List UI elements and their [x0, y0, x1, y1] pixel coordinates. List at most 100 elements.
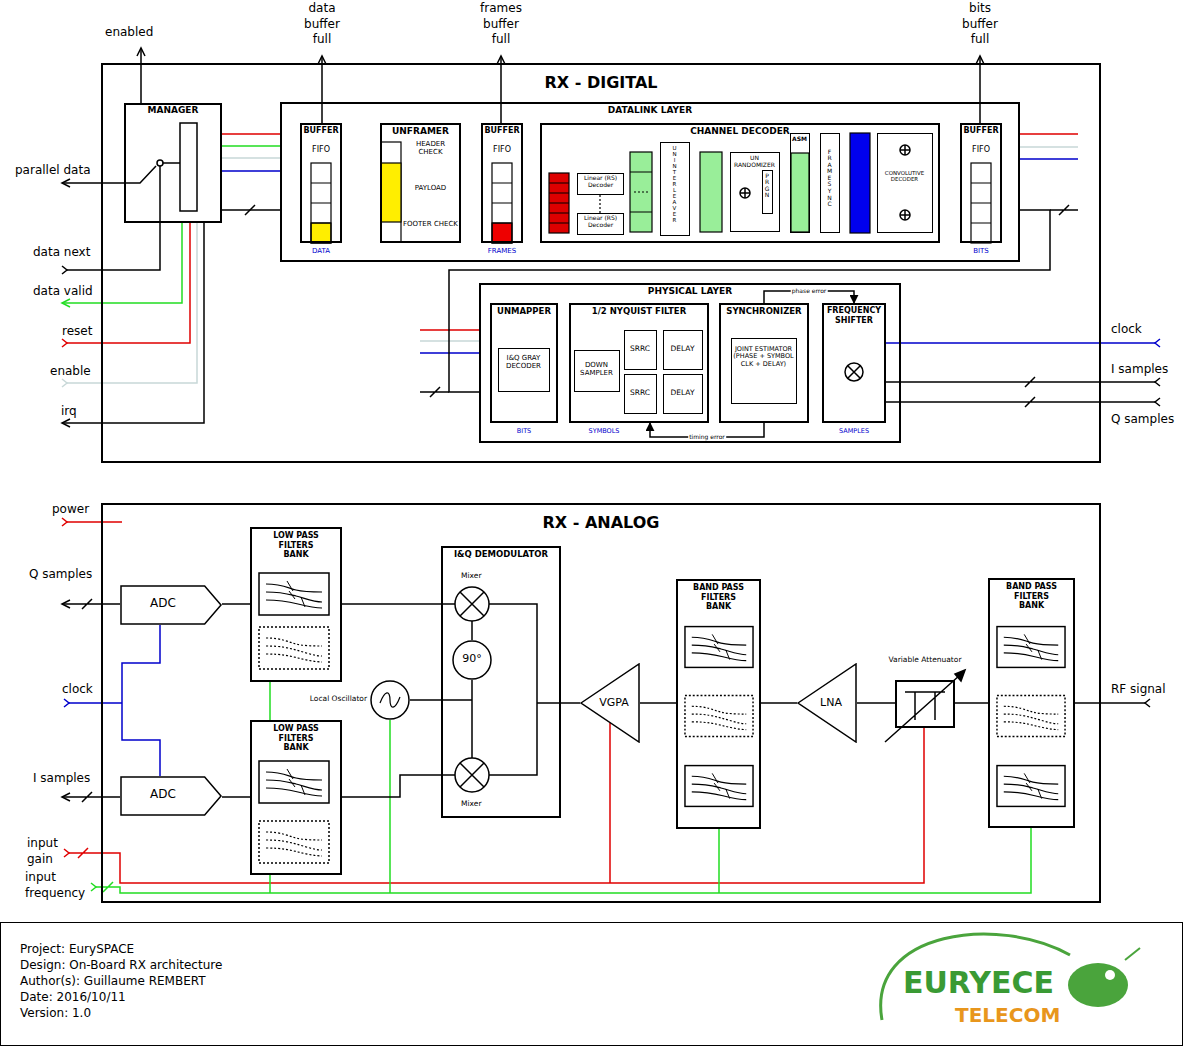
delay-block: DELAY: [663, 374, 703, 414]
black-wire: [420, 387, 449, 397]
node-label: BUFFER: [303, 126, 339, 136]
filter-bank: LOW PASS FILTERS BANK: [250, 527, 342, 682]
signal-label: I samples: [1111, 362, 1168, 378]
logo-figure: [1068, 963, 1128, 1007]
node-label: PRGN: [764, 173, 770, 199]
signal-label: data next: [33, 245, 90, 261]
nyquist-filter: 1/2 NYQUIST FILTERSYMBOLSDOWN SAMPLERSRR…: [569, 303, 709, 423]
signal-label: parallel data: [15, 163, 91, 179]
node-label: ADC: [120, 596, 206, 610]
frame-bar: [381, 142, 401, 242]
node-label: I&Q DEMODULATOR: [444, 549, 558, 559]
signal-connector: [222, 209, 280, 211]
filter-bank: BAND PASS FILTERS BANK: [676, 579, 761, 829]
filter-bank-icons: [259, 627, 329, 669]
fifo-cells: [971, 163, 991, 243]
node-label: FIFO: [484, 145, 520, 155]
filter-bank-icons: [685, 696, 753, 737]
node-label: Linear (RS) Decoder: [579, 174, 622, 188]
grey-wire: [62, 379, 67, 387]
pin-marker: [62, 48, 1160, 801]
node-label: PAYLOAD: [403, 184, 458, 192]
decoder-stage: [634, 191, 648, 192]
black-wire: [460, 763, 484, 787]
decoder-stage: [700, 152, 722, 232]
signal-label: clock: [62, 682, 93, 698]
unframer-block: UNFRAMERHEADER CHECKPAYLOADFOOTER CHECK: [380, 123, 461, 243]
node-label: Variable Attenuator: [877, 655, 973, 664]
node-label: Design: On-Board RX architecture: [20, 958, 420, 972]
node-label: DELAY: [665, 344, 700, 353]
node-label: Version: 1.0: [20, 1006, 420, 1020]
node-label: Project: EurySPACE: [20, 942, 420, 956]
fifo-cells: [311, 163, 331, 243]
signal-label: Q samples: [29, 567, 92, 583]
black-wire: [180, 123, 197, 211]
signal-label: enabled: [105, 25, 153, 41]
filter-bank-icons: [997, 696, 1065, 737]
green-wire: [62, 299, 70, 307]
phase-shifter-outline: [453, 641, 491, 679]
filter-bank-icons: [997, 627, 1065, 668]
frame-bar: [381, 163, 401, 222]
signal-connector: [222, 796, 250, 798]
fifo-buffer: BUFFERFIFOFRAMES: [481, 123, 523, 243]
black-wire: [900, 210, 910, 220]
filter-bank-icons: [259, 573, 1065, 863]
node-label: Local Oscillator: [294, 694, 367, 703]
node-label: DOWN SAMPLER: [576, 361, 617, 378]
node-label: 1/2 NYQUIST FILTER: [572, 306, 706, 316]
signal-label: Q samples: [1111, 412, 1174, 428]
node-label: BITS: [963, 247, 999, 255]
node-label: DATA: [303, 247, 339, 255]
node-label: FOOTER CHECK: [403, 220, 458, 228]
node-label: VGPA: [588, 696, 640, 709]
node-label: UN INTERLEAVER: [672, 145, 678, 224]
frequency-shifter: FREQUENCY SHIFTERSAMPLES: [822, 303, 886, 423]
edge-label: phase error: [791, 288, 828, 295]
fifo-cells: [971, 183, 991, 223]
decoder-stage: [549, 133, 870, 233]
blue-wire: [222, 159, 1155, 353]
decoder-stage: [599, 195, 600, 213]
node-label: BUFFER: [963, 126, 999, 136]
local-oscillator-outline: [371, 681, 409, 719]
node-label: JOINT ESTIMATOR (PHASE + SYMBOL CLK + DE…: [733, 346, 794, 369]
signal-label: clock: [1111, 322, 1142, 338]
decoder-stage: [549, 173, 569, 233]
deinterleaver-block: UN INTERLEAVER: [660, 142, 690, 236]
node-label: FIFO: [303, 145, 339, 155]
fifo-buffer: BUFFERFIFODATA: [300, 123, 342, 243]
signal-label: bits buffer full: [955, 1, 1005, 48]
node-label: SYNCHRONIZER: [722, 306, 806, 316]
red-wire: [62, 518, 67, 526]
fifo-cells: [492, 223, 512, 243]
subsystem-frame: RX - ANALOGADCLOW PASS FILTERS BANKI&Q D…: [101, 503, 1101, 903]
filter-bank-icons: [997, 766, 1065, 807]
node-label: DATALINK LAYER: [283, 105, 1017, 116]
grey-wire: [66, 147, 1078, 383]
filter-bank-icons: [685, 766, 753, 807]
node-label: LOW PASS FILTERS BANK: [266, 531, 326, 560]
node-label: DELAY: [665, 388, 700, 397]
convolutive-decoder: CONVOLUTIVE DECODER: [877, 133, 933, 233]
frame-sync-block: FRAME SYNC: [820, 133, 840, 233]
signal-label: data valid: [33, 284, 93, 300]
node-label: Mixer: [461, 571, 501, 580]
variable-attenuator: Variable Attenuator: [895, 680, 955, 728]
subsystem-frame: RX - DIGITALMANAGERDATALINK LAYERBUFFERF…: [101, 63, 1101, 463]
pin-marker: [62, 266, 67, 274]
decoder-stage: [630, 172, 652, 212]
node-label: ASM: [792, 135, 807, 142]
black-wire: [740, 188, 750, 198]
node-label: RX - DIGITAL: [104, 73, 1098, 92]
signal-connector: [955, 702, 988, 704]
signal-label: frames buffer full: [475, 1, 527, 48]
node-label: BAND PASS FILTERS BANK: [1001, 582, 1062, 611]
joint-estimator: JOINT ESTIMATOR (PHASE + SYMBOL CLK + DE…: [731, 338, 797, 404]
node-label: LOW PASS FILTERS BANK: [266, 724, 326, 753]
pin-marker: [1145, 699, 1150, 707]
delay-block: DELAY: [663, 330, 703, 370]
black-wire: [1075, 702, 1145, 704]
node-label: FRAMES: [484, 247, 520, 255]
